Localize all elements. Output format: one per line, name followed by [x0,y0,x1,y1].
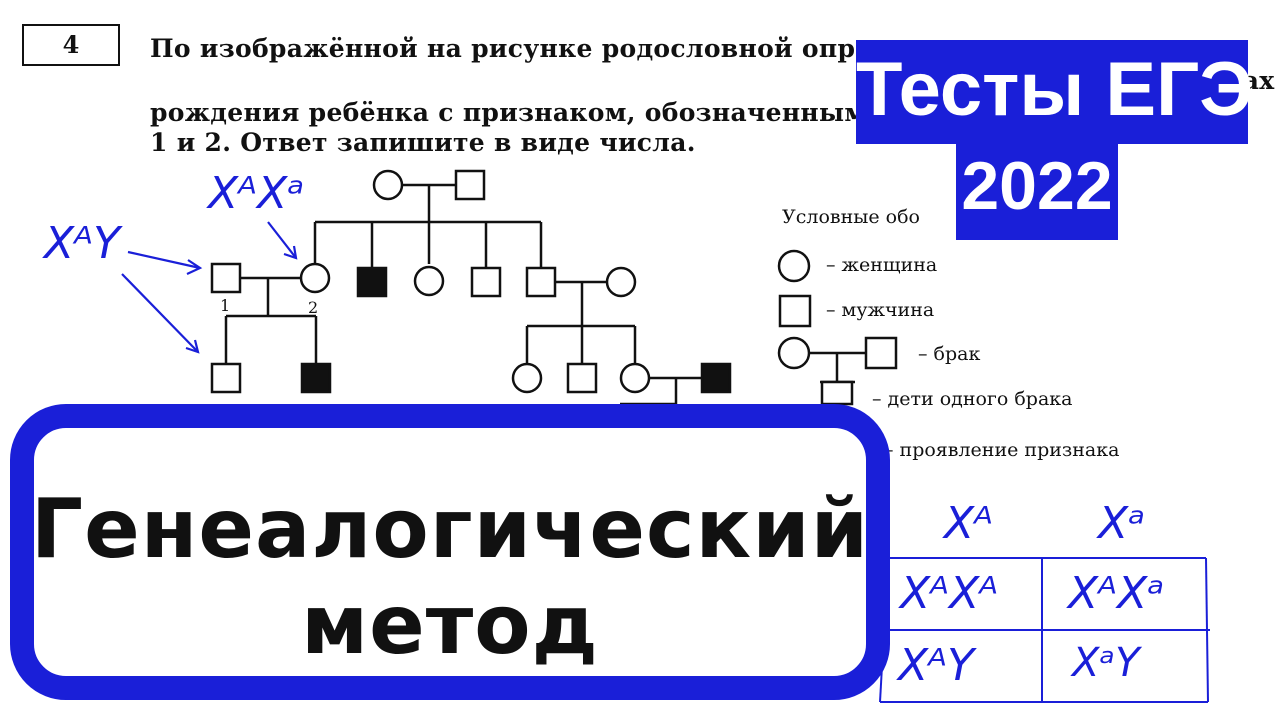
badge-year: 2022 [961,148,1113,224]
grandmother-symbol [372,169,404,201]
legend-female-symbol [777,249,811,283]
legend-children-label: – дети одного брака [872,388,1073,410]
legend-trait-label: – проявление признака [884,439,1120,461]
legend-male-label: – мужчина [826,299,935,321]
son-symbol [210,362,242,394]
legend-title: Условные обо [782,206,920,228]
punnett-cell-2-2: XᵃY [1072,640,1140,686]
grandfather-symbol [454,169,486,201]
father-genotype-annotation: XᴬY [44,218,120,269]
question-number: 4 [22,24,120,66]
question-line-3: 1 и 2. Ответ запишите в виде числа. [150,128,696,157]
legend-children-symbol [820,380,854,406]
individual-label-1: 1 [220,296,231,315]
individual-label-2: 2 [308,298,319,317]
affected-son-symbol [300,362,332,394]
punnett-header-2: Xᵃ [1098,498,1146,549]
punnett-cell-1-1: XᴬXᴬ [900,568,999,619]
legend-marriage-symbol [864,336,898,370]
question-line-1: По изображённой на рисунке родословной о… [150,34,923,63]
legend-male-symbol [778,294,812,328]
punnett-cell-2-1: XᴬY [898,640,974,691]
mother-genotype-annotation: XᴬXᵃ [208,168,305,219]
punnett-header-1: Xᴬ [944,498,994,549]
banner-title-line-1: Генеалогический [30,482,870,577]
title-badge [856,40,1248,144]
father-1-symbol [210,262,242,294]
banner-title-line-2: метод [301,578,599,673]
legend-female-label: – женщина [826,254,938,276]
badge-title: Тесты ЕГЭ [856,47,1254,132]
mother-2-symbol [299,262,331,294]
topic-banner [10,404,890,700]
question-line-2: рождения ребёнка с признаком, обозначенн… [150,98,867,127]
affected-uncle-symbol [356,266,388,298]
punnett-cell-1-2: XᴬXᵃ [1068,568,1165,619]
legend-marriage-label: – брак [918,343,981,365]
title-badge-year-block [956,144,1118,240]
